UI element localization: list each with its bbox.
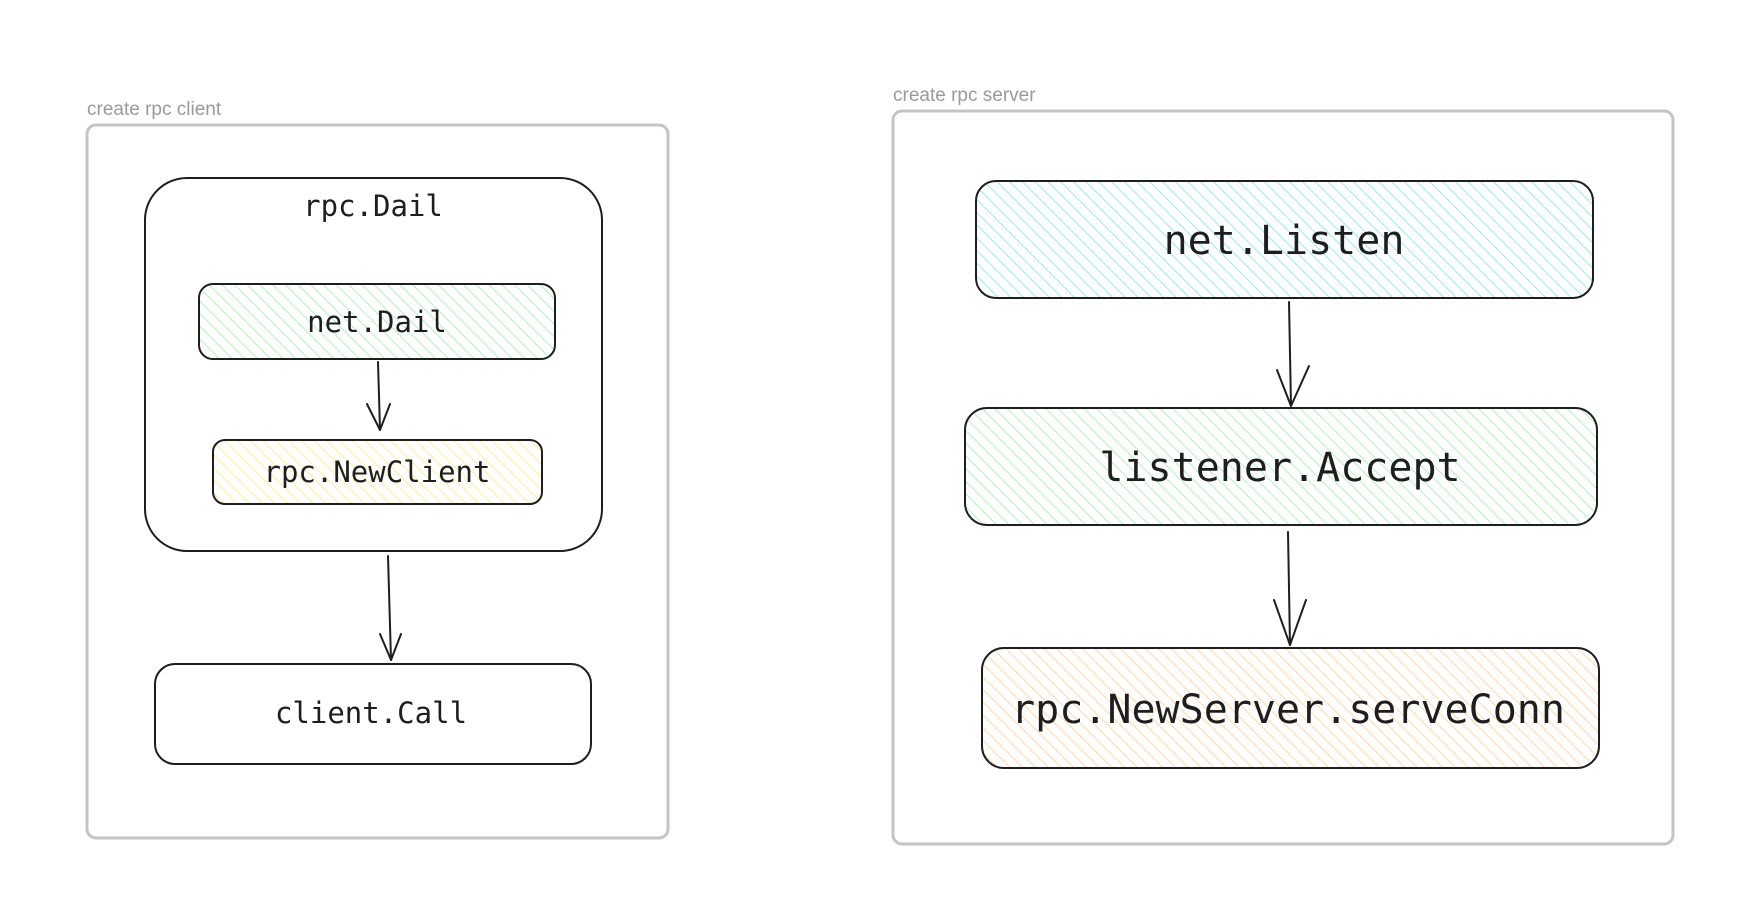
node-rpc-newserver-serveconn[interactable]: rpc.NewServer.serveConn [981, 647, 1600, 769]
node-rpc-newclient[interactable]: rpc.NewClient [212, 439, 543, 505]
node-net-dail-box [198, 283, 556, 360]
node-net-listen[interactable]: net.Listen [975, 180, 1594, 299]
node-rpc-newserver-serveconn-label: rpc.NewServer.serveConn [1011, 687, 1565, 733]
client-frame-label: create rpc client [87, 99, 222, 120]
server-frame: create rpc server [891, 85, 1675, 846]
node-listener-accept[interactable]: listener.Accept [964, 407, 1598, 526]
arrow-net-listen-to-listener-accept-head [1276, 365, 1310, 407]
arrow-net-listen-to-listener-accept [1276, 301, 1310, 407]
node-net-dail[interactable]: net.Dail [198, 283, 556, 360]
arrow-net-dail-to-rpc-newclient [366, 361, 391, 431]
arrow-rpc-dail-to-client-call [379, 555, 402, 661]
node-client-call-box [154, 663, 592, 765]
node-listener-accept-label: listener.Accept [1099, 445, 1460, 491]
arrow-net-dail-to-rpc-newclient-head [366, 403, 391, 431]
arrow-rpc-dail-to-client-call-head [379, 633, 402, 661]
node-rpc-dail-label: rpc.Dail [303, 189, 443, 223]
client-frame: create rpc client [85, 99, 670, 840]
arrow-listener-accept-to-rpc-newserver-head [1273, 599, 1307, 646]
client-frame-border [85, 123, 670, 840]
node-client-call[interactable]: client.Call [154, 663, 592, 765]
node-rpc-newserver-serveconn-box [981, 647, 1600, 769]
arrow-listener-accept-to-rpc-newserver [1273, 531, 1307, 646]
arrow-rpc-dail-to-client-call-shaft [387, 555, 392, 661]
arrow-net-listen-to-listener-accept-shaft [1288, 301, 1292, 407]
server-frame-label: create rpc server [893, 85, 1036, 106]
node-net-listen-box [975, 180, 1594, 299]
arrow-net-dail-to-rpc-newclient-shaft [377, 361, 381, 431]
node-net-dail-label: net.Dail [307, 305, 447, 339]
arrow-listener-accept-to-rpc-newserver-shaft [1287, 531, 1291, 646]
node-rpc-newclient-label: rpc.NewClient [264, 455, 491, 489]
node-rpc-newclient-box [212, 439, 543, 505]
node-listener-accept-box [964, 407, 1598, 526]
node-client-call-label: client.Call [275, 696, 467, 730]
server-frame-border [891, 109, 1675, 846]
node-net-listen-label: net.Listen [1164, 218, 1405, 264]
